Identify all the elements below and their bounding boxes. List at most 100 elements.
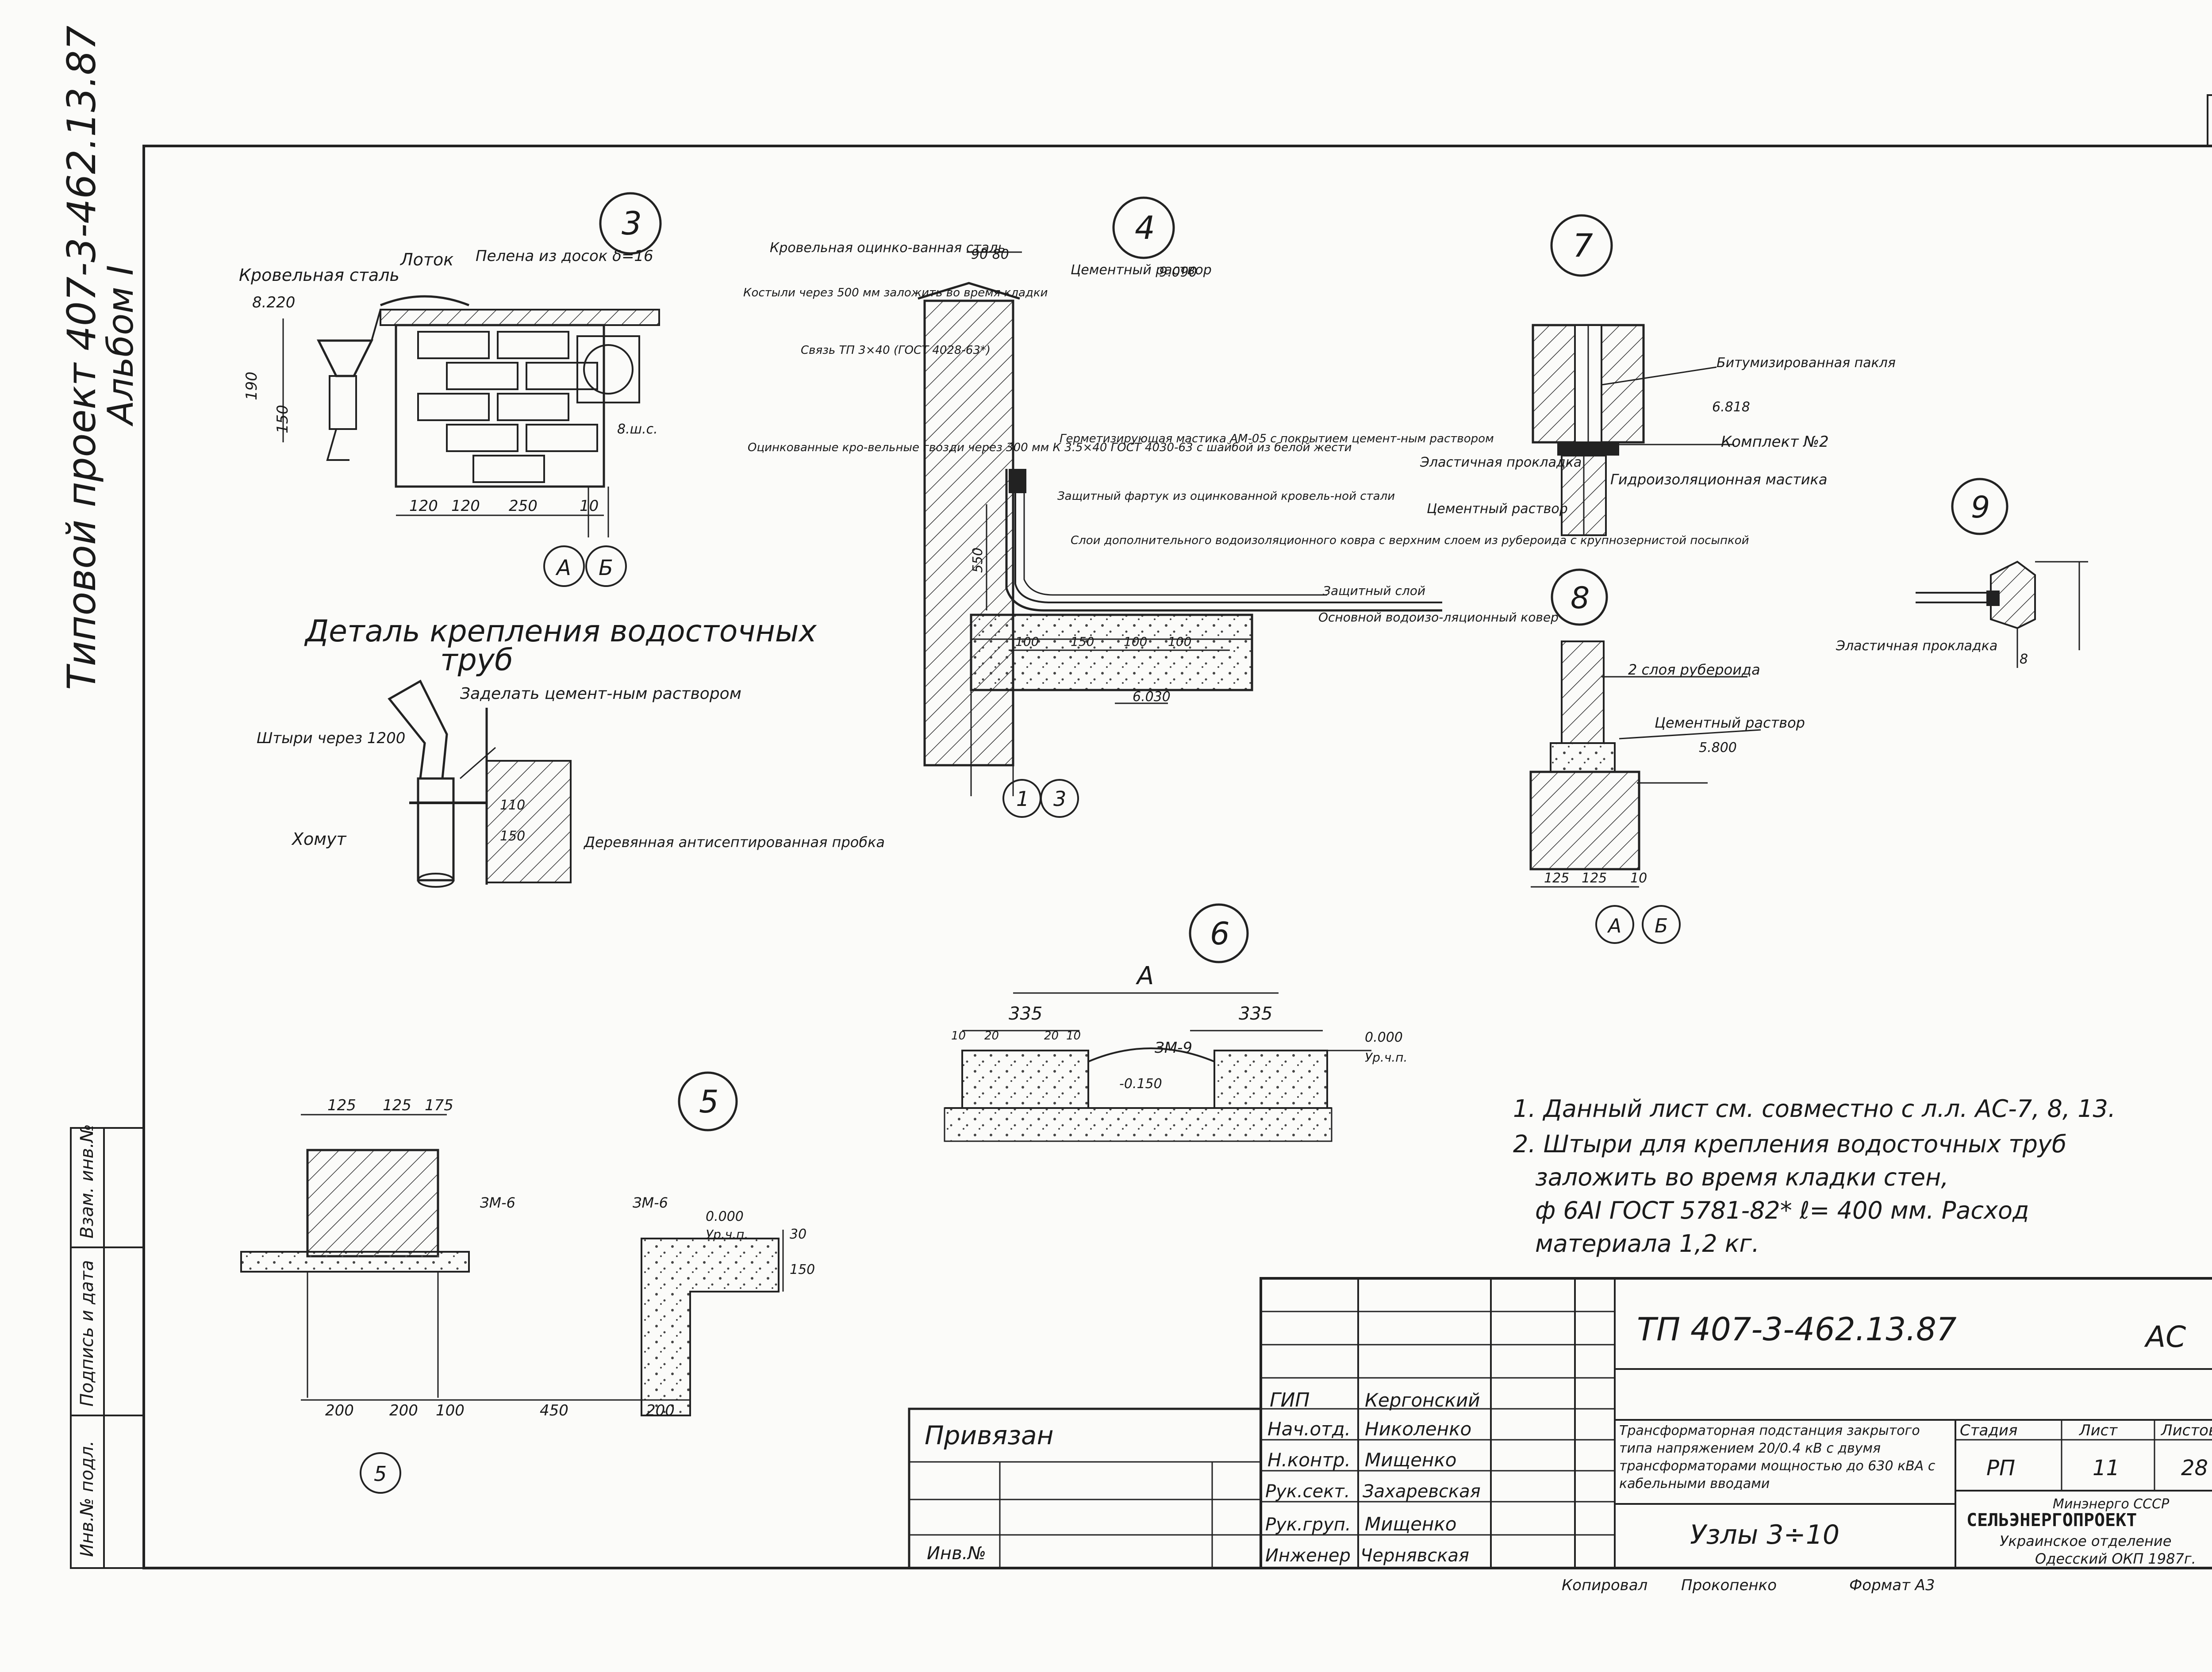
detail-3-dim-150: 150 <box>274 405 292 433</box>
detail-3: 3 А Б Кровельная сталь Лоток Пелена из д <box>239 192 662 587</box>
role-ruk-grup: Рук.груп. <box>1265 1515 1351 1535</box>
detail-4-dim-150: 150 <box>1071 634 1094 649</box>
role-nach-otd: Нач.отд. <box>1267 1418 1351 1440</box>
detail-8-axis-b: Б <box>1655 915 1668 937</box>
detail-4-label-mortar: Цементный раствор <box>1071 262 1212 278</box>
detail-9-dim-8: 8 <box>2020 652 2028 667</box>
drain-label-plug: Деревянная антисептированная пробка <box>583 834 885 851</box>
detail-8-number: 8 <box>1571 581 1590 616</box>
detail-4-label-main-carpet: Основной водоизо-ляционный ковер <box>1318 610 1559 625</box>
role-gip: ГИП <box>1270 1389 1310 1411</box>
detail-7-label-mortar: Цементный раствор <box>1427 501 1568 517</box>
detail-9: 9 Эластичная прокладка 8 <box>1836 478 2088 668</box>
detail-7-mark-6818: 6.818 <box>1712 399 1750 415</box>
detail-3-dim-250: 250 <box>509 497 538 515</box>
drain-title-2: труб <box>440 643 513 678</box>
detail-6-label-zm9: ЗМ-9 <box>1155 1039 1192 1057</box>
side-stamp-3: Взам. инв.№ <box>77 1124 97 1239</box>
org-line-2: СЕЛЬЭНЕРГОПРОЕКТ <box>1966 1510 2137 1530</box>
side-title: Типовой проект 407-3-462.13.87 <box>59 26 104 690</box>
detail-4-dim-100b: 100 <box>1124 634 1147 649</box>
detail-5-axis: 5 <box>374 1462 387 1486</box>
sheet-value: 11 <box>2093 1456 2120 1480</box>
detail-6-mark-urchp: Ур.ч.п. <box>1365 1050 1407 1065</box>
detail-3-label-bsc: 8.ш.с. <box>617 422 658 437</box>
detail-5-dim-125a: 125 <box>327 1097 356 1114</box>
detail-5-dim-150: 150 <box>790 1262 815 1277</box>
title-mark: АС <box>2144 1320 2186 1354</box>
detail-3-dim-10: 10 <box>580 497 599 515</box>
detail-3-number: 3 <box>622 205 642 242</box>
name-2: Николенко <box>1365 1418 1471 1440</box>
role-ruk-sekt: Рук.сект. <box>1265 1481 1350 1502</box>
copier-name: Прокопенко <box>1681 1576 1777 1594</box>
detail-7: 7 Битумизированная пакля 6.818 Комплект … <box>1420 214 1896 536</box>
detail-7-label-tow: Битумизированная пакля <box>1717 355 1896 371</box>
detail-7-label-mastic: Гидроизоляционная мастика <box>1610 471 1827 488</box>
title-code: ТП 407-3-462.13.87 <box>1637 1311 1957 1348</box>
detail-3-label-mark: 8.220 <box>252 294 295 311</box>
detail-4-label-apron: Защитный фартук из оцинкованной кровель-… <box>1057 490 1395 503</box>
drain-dim-150: 150 <box>500 828 525 844</box>
detail-4-axis-1: 1 <box>1016 787 1029 811</box>
org-line-3: Украинское отделение <box>2000 1533 2171 1549</box>
detail-3-dim-120a: 120 <box>409 497 438 515</box>
detail-6-mark-minus0150: -0.150 <box>1119 1076 1162 1092</box>
detail-8-dim-125a: 125 <box>1544 871 1569 886</box>
detail-5-dim-100: 100 <box>436 1402 465 1419</box>
drain-title-1: Деталь крепления водосточных <box>304 614 817 649</box>
inv-label: Инв.№ <box>927 1543 986 1564</box>
detail-6-mark-0000: 0.000 <box>1365 1030 1403 1045</box>
detail-4-label-extra-layers: Слои дополнительного водоизоляционного к… <box>1071 534 1749 547</box>
detail-5-mark-0000: 0.000 <box>706 1209 744 1224</box>
detail-4-label-tie: Связь ТП 3×40 (ГОСТ 4028-63*) <box>801 344 991 357</box>
org-line-1: Минэнерго СССР <box>2053 1496 2170 1512</box>
sheet-header: Лист <box>2078 1422 2118 1439</box>
detail-4-label-nails: Оцинкованные кро-вельные гвозди через 30… <box>748 441 1352 454</box>
detail-6-dim-335b: 335 <box>1239 1004 1272 1024</box>
format-label: Формат А3 <box>1849 1576 1935 1594</box>
detail-6-dim-10b: 10 <box>1066 1029 1081 1043</box>
detail-9-label-gasket: Эластичная прокладка <box>1836 638 1997 654</box>
detail-8-label-mortar: Цементный раствор <box>1655 714 1805 731</box>
sheet-name: Узлы 3÷10 <box>1690 1519 1839 1550</box>
detail-6-dim-20b: 20 <box>1044 1029 1059 1043</box>
detail-5-dim-200b: 200 <box>389 1402 418 1419</box>
role-n-kontr: Н.контр. <box>1267 1449 1351 1471</box>
detail-6-number: 6 <box>1210 916 1230 952</box>
note-2b: заложить во время кладки стен, <box>1535 1163 1949 1191</box>
copied-label: Копировал <box>1562 1576 1647 1594</box>
name-5: Мищенко <box>1365 1513 1456 1535</box>
notes: 1. Данный лист см. совместно с л.л. АС-7… <box>1513 1095 2116 1258</box>
detail-4-mark-6030: 6.030 <box>1133 689 1171 705</box>
detail-5-dim-125b: 125 <box>383 1097 411 1114</box>
title-block <box>908 1277 2212 1569</box>
drain-label-clamp: Хомут <box>291 829 347 849</box>
detail-5: 5 5 125 125 175 ЗМ-6 ЗМ-6 0.000 Ур.ч.п. … <box>240 1071 815 1494</box>
detail-4-label-spikes: Костыли через 500 мм заложить во время к… <box>743 286 1048 299</box>
detail-7-label-kit: Комплект №2 <box>1721 433 1829 451</box>
detail-7-label-gasket: Эластичная прокладка <box>1420 455 1582 470</box>
name-3: Мищенко <box>1365 1449 1456 1471</box>
detail-3-axis-a: А <box>555 556 571 580</box>
detail-drain-pipe: Деталь крепления водосточных труб Задела… <box>257 614 885 888</box>
name-1: Кергонский <box>1365 1389 1480 1411</box>
detail-8-label-ruberoid: 2 слоя рубероида <box>1628 661 1760 678</box>
detail-4-dim-100c: 100 <box>1168 634 1191 649</box>
detail-5-dim-200c: 200 <box>646 1402 675 1419</box>
detail-4-axis-3: 3 <box>1053 787 1066 811</box>
note-2c: ф 6АI ГОСТ 5781-82* ℓ= 400 мм. Расход <box>1535 1196 2029 1224</box>
detail-4-number: 4 <box>1135 209 1155 246</box>
name-6: Чернявская <box>1360 1545 1469 1566</box>
detail-4-label-galv: Кровельная оцинко-ванная сталь <box>770 240 1006 256</box>
detail-5-label-zm6a: ЗМ-6 <box>480 1194 515 1211</box>
detail-6: 6 А 335 335 0.000 Ур.ч.п. ЗМ-9 -0.150 10… <box>944 903 1407 1142</box>
drain-label-mortar: Заделать цемент-ным раствором <box>460 685 741 703</box>
drain-label-pins: Штыри через 1200 <box>257 729 405 747</box>
sheets-header: Листов <box>2160 1422 2212 1439</box>
detail-4-dim-550: 550 <box>970 548 986 573</box>
org-line-4: Одесский ОКП 1987г. <box>2035 1550 2196 1567</box>
detail-6-dim-a: А <box>1136 962 1154 990</box>
detail-5-dim-450: 450 <box>540 1402 568 1419</box>
